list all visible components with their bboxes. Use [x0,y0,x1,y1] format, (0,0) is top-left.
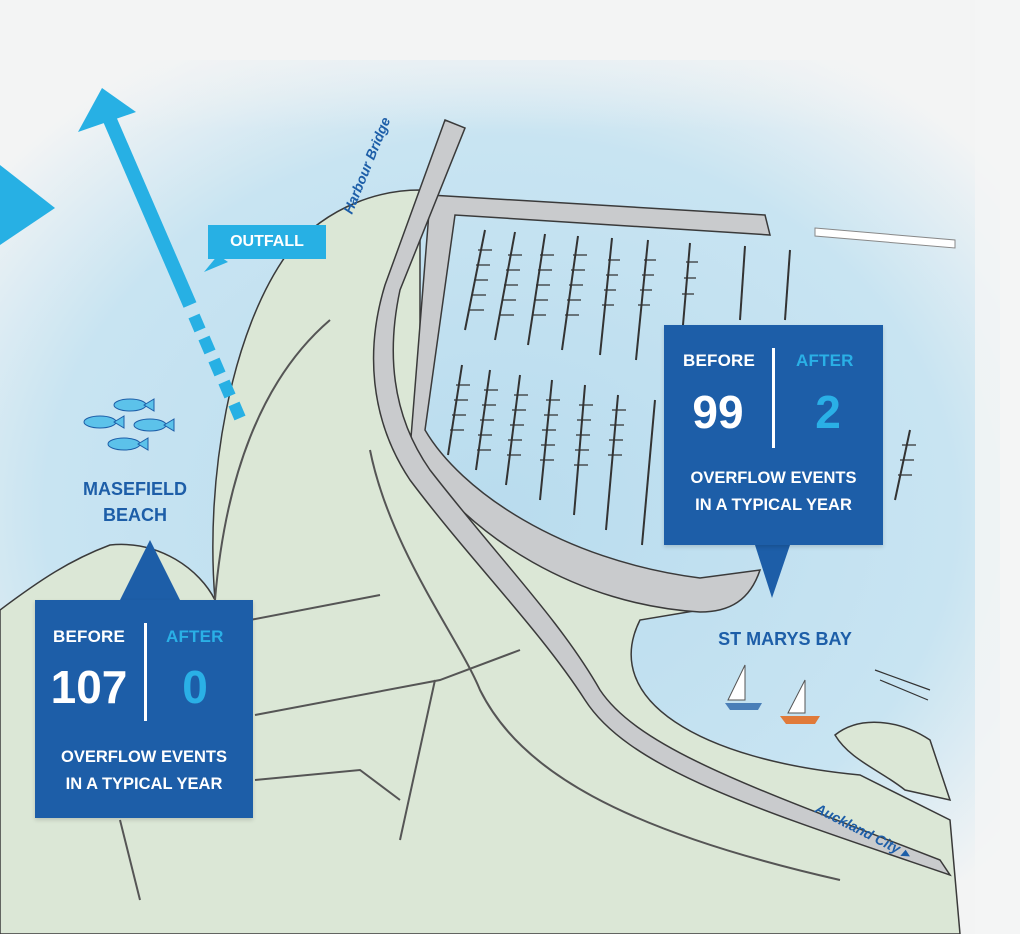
caption-line-1: OVERFLOW EVENTS [690,469,857,487]
masefield-overflow-callout: BEFORE AFTER 107 0 OVERFLOW EVENTS IN A … [35,600,253,818]
masefield-beach-label: MASEFIELD BEACH [82,479,187,525]
before-label: BEFORE [53,627,126,646]
after-value: 0 [182,661,208,713]
outfall-pointer [204,255,228,272]
paper-edge-right [975,0,1020,934]
fish-icon [83,398,175,451]
caption-line-2: IN A TYPICAL YEAR [695,496,852,514]
callout-divider [144,623,147,721]
before-value: 107 [50,661,128,713]
motorway [372,119,952,877]
overflow-caption: OVERFLOW EVENTS IN A TYPICAL YEAR [35,744,253,798]
overflow-caption: OVERFLOW EVENTS IN A TYPICAL YEAR [664,465,883,519]
after-label: AFTER [166,627,224,646]
st-marys-pointer [755,545,790,598]
masefield-pointer [120,540,180,600]
marina-breakwater [409,194,771,613]
before-label: BEFORE [683,351,756,370]
st-marys-bay-label: ST MARYS BAY [718,629,852,649]
paper-fade-top [0,0,1020,130]
after-value: 2 [815,386,841,438]
outfall-pipe-arrow [0,88,246,421]
caption-line-1: OVERFLOW EVENTS [61,748,227,766]
st-marys-overflow-callout: BEFORE AFTER 99 2 OVERFLOW EVENTS IN A T… [664,325,883,545]
callout-divider [772,348,775,448]
before-value: 99 [692,386,744,438]
after-label: AFTER [796,351,854,370]
local-streets [119,319,841,901]
sailboat-icon [725,664,820,724]
caption-line-2: IN A TYPICAL YEAR [65,775,223,793]
marina-berths [450,249,931,701]
offshore-arrow [0,165,55,245]
outfall-label: OUTFALL [208,225,326,259]
east-breakwater [814,227,956,249]
wharf [834,721,952,802]
